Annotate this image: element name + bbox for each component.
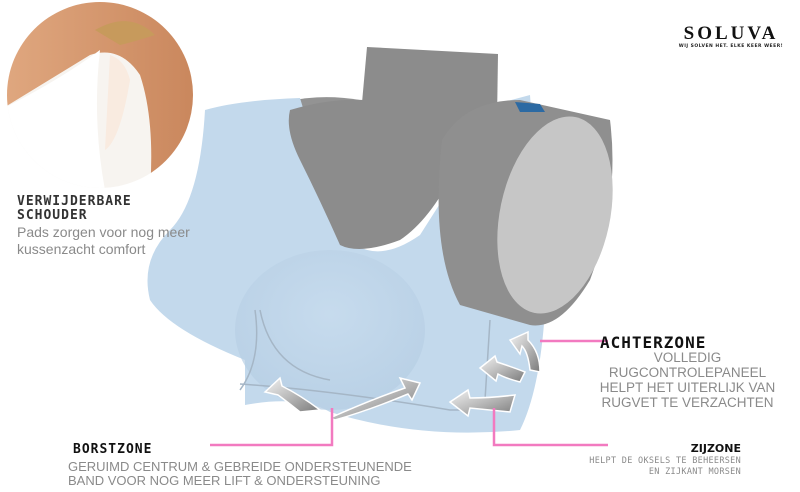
arm-cut-face	[497, 116, 613, 314]
shoulder-callout-title: VERWIJDERBARE SCHOUDER	[17, 194, 132, 223]
chest-zone-desc: GERUIMD CENTRUM & GEBREIDE ONDERSTEUNEND…	[68, 459, 412, 488]
shoulder-callout-desc: Pads zorgen voor nog meer kussenzacht co…	[17, 224, 190, 257]
leader-lines	[210, 339, 608, 447]
brand-logo: SOLUVA WIJ SOLVEN HET. ELKE KEER WEER!	[672, 24, 790, 50]
compression-arrows	[263, 330, 541, 421]
back-zone-title: ACHTERZONE	[600, 333, 707, 352]
side-zone-title: ZIJZONE	[690, 442, 741, 455]
mannequin-chest	[288, 99, 463, 249]
shoulder-closeup-photo	[7, 2, 193, 188]
back-zone-desc: VOLLEDIG RUGCONTROLEPANEEL HELPT HET UIT…	[599, 350, 776, 410]
chest-zone-title: BORSTZONE	[73, 442, 153, 457]
brand-name: SOLUVA	[683, 23, 779, 44]
strap-inner	[515, 102, 545, 112]
brand-tagline: WIJ SOLVEN HET. ELKE KEER WEER!	[678, 44, 784, 49]
side-zone-desc: HELPT DE OKSELS TE BEHEERSEN EN ZIJKANT …	[589, 456, 741, 477]
